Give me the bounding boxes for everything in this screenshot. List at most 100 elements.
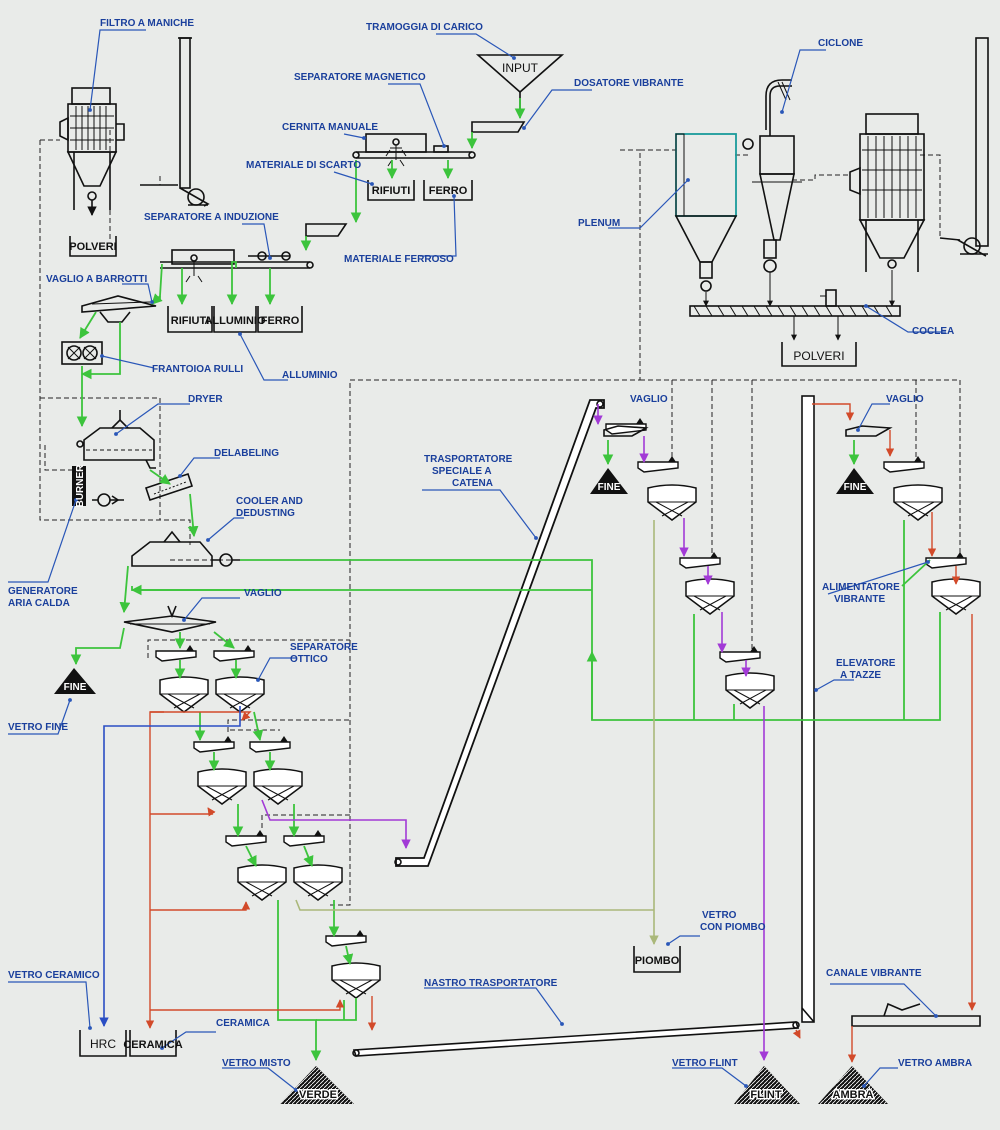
label-materiale-ferroso: MATERIALE FERROSO [344, 254, 454, 265]
label-delabeling: DELABELING [214, 448, 279, 459]
label-vetro-con-piombo-2: CON PIOMBO [700, 922, 766, 933]
label-vetro-misto: VETRO MISTO [222, 1058, 291, 1069]
text-fine-ambra: FINE [844, 482, 867, 493]
text-piombo: PIOMBO [635, 955, 680, 967]
label-elevatore-2: A TAZZE [840, 670, 881, 681]
label-plenum: PLENUM [578, 218, 620, 229]
cooler-dedusting [131, 530, 240, 567]
delabeling-unit [144, 472, 194, 502]
material-flow-purple [261, 404, 769, 1061]
equipment-texts: INPUT RIFIUTI FERRO RIFIUTI ALLUMINIO FE… [64, 61, 875, 1103]
bin-rifiuti-mid [167, 306, 213, 333]
conveyor-top [352, 133, 476, 167]
label-texts: FILTRO A MANICHE TRAMOGGIA DI CARICO SEP… [8, 18, 972, 1069]
equipment-drawings [54, 37, 989, 1104]
bin-polveri-right [781, 342, 857, 367]
label-nastro-trasportatore: NASTRO TRASPORTATORE [424, 978, 558, 989]
pile-fine-main [54, 668, 96, 694]
label-separatore-ottico-2: OTTICO [290, 654, 328, 665]
bin-ferro-top [423, 180, 473, 201]
bag-filter-left [59, 87, 125, 216]
leader-lines [8, 29, 946, 1092]
text-alluminio-bin: ALLUMINIO [204, 315, 266, 327]
conveyor-induction [160, 249, 314, 283]
bin-polveri-left [69, 236, 117, 257]
text-ambra: AMBRA [833, 1089, 874, 1101]
label-tramoggia-di-carico: TRAMOGGIA DI CARICO [366, 22, 483, 33]
roller-crusher [61, 341, 103, 365]
label-coclea: COCLEA [912, 326, 954, 337]
screw-conveyor [689, 289, 901, 317]
label-separatore-magnetico: SEPARATORE MAGNETICO [294, 72, 426, 83]
text-burner: BURNER [75, 464, 86, 508]
text-ferro-mid: FERRO [261, 315, 300, 327]
label-trasportatore-2: SPECIALE A [432, 466, 492, 477]
text-ceramica-bin: CERAMICA [123, 1039, 182, 1051]
bag-filter-right [849, 113, 926, 272]
label-materiale-di-scarto: MATERIALE DI SCARTO [246, 160, 361, 171]
text-verde: VERDE [299, 1089, 337, 1101]
vibrating-feeder-top [471, 121, 526, 133]
label-separatore-ottico-1: SEPARATORE [290, 642, 358, 653]
label-cooler-1: COOLER AND [236, 496, 303, 507]
bucket-elevator [801, 395, 815, 1023]
label-vetro-fine: VETRO FINE [8, 722, 68, 733]
bin-alluminio [213, 306, 257, 333]
text-hrc: HRC [90, 1037, 116, 1051]
label-vaglio-ambra: VAGLIO [886, 394, 924, 405]
pile-fine-ambra [836, 468, 874, 494]
label-separatore-a-induzione: SEPARATORE A INDUZIONE [144, 212, 279, 223]
label-trasportatore-3: CATENA [452, 478, 493, 489]
text-rifiuti-mid: RIFIUTI [171, 315, 210, 327]
bar-screen [81, 295, 157, 323]
label-vaglio-main: VAGLIO [244, 588, 282, 599]
text-polveri-left: POLVERI [69, 241, 116, 253]
vibrating-channel [851, 1015, 981, 1027]
label-alimentatore-2: VIBRANTE [834, 594, 885, 605]
label-dryer: DRYER [188, 394, 223, 405]
label-alimentatore-1: ALIMENTATORE [822, 582, 900, 593]
label-vetro-flint: VETRO FLINT [672, 1058, 738, 1069]
bin-piombo [633, 946, 681, 973]
pile-fine-flint [590, 468, 628, 494]
material-flow-blue [99, 706, 241, 1027]
label-vaglio-flint: VAGLIO [630, 394, 668, 405]
label-canale-vibrante: CANALE VIBRANTE [826, 968, 922, 979]
label-vaglio-a-barrotti: VAGLIO A BARROTTI [46, 274, 148, 285]
text-flint: FLINT [750, 1089, 781, 1101]
text-polveri-right: POLVERI [793, 349, 844, 363]
text-ferro-top: FERRO [429, 185, 468, 197]
bin-ceramica [129, 1030, 177, 1057]
label-alluminio: ALLUMINIO [282, 370, 338, 381]
text-fine-main: FINE [64, 682, 87, 693]
label-vetro-con-piombo-1: VETRO [702, 910, 737, 921]
text-rifiuti-top: RIFIUTI [372, 185, 411, 197]
material-flow-red [145, 403, 977, 1063]
label-cooler-2: DEDUSTING [236, 508, 295, 519]
label-ciclone: CICLONE [818, 38, 863, 49]
hot-air-generator [72, 466, 124, 507]
main-screen [123, 605, 217, 633]
label-dosatore-vibrante: DOSATORE VIBRANTE [574, 78, 684, 89]
dust-extraction-lines [39, 130, 961, 906]
text-fine-flint: FINE [598, 482, 621, 493]
bin-rifiuti-top [367, 180, 415, 201]
bin-ferro-mid [257, 306, 303, 333]
belt-conveyor-bottom [352, 1021, 800, 1057]
label-frantoioa-rulli: FRANTOIOA RULLI [152, 364, 243, 375]
material-flow-olive [295, 520, 659, 945]
chimney-right [939, 37, 989, 257]
bin-hrc [79, 1030, 127, 1057]
plenum [674, 133, 738, 292]
text-input: INPUT [502, 61, 539, 75]
label-filtro-a-maniche: FILTRO A MANICHE [100, 18, 194, 29]
label-generatore-1: GENERATORE [8, 586, 78, 597]
label-cernita-manuale: CERNITA MANUALE [282, 122, 378, 133]
cyclone [742, 79, 802, 273]
label-generatore-2: ARIA CALDA [8, 598, 70, 609]
label-vetro-ambra: VETRO AMBRA [898, 1058, 972, 1069]
label-elevatore-1: ELEVATORE [836, 658, 896, 669]
chimney-left [140, 37, 210, 207]
label-ceramica: CERAMICA [216, 1018, 270, 1029]
